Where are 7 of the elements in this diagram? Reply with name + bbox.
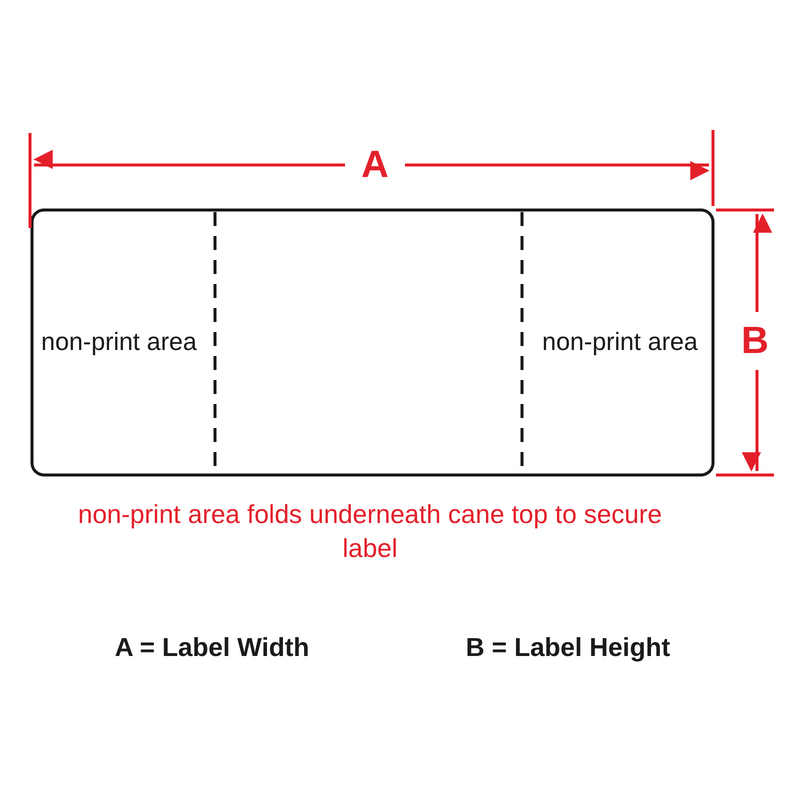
area-label: non-print area (40, 326, 198, 358)
dimension-label: B (740, 318, 770, 364)
legend-text: A = Label Width (114, 631, 310, 664)
legend-text: B = Label Height (464, 631, 672, 664)
area-label: non-print area (541, 326, 699, 358)
dimension-label: A (360, 142, 390, 188)
note-text: non-print area folds underneath cane top to secure label (77, 498, 663, 565)
